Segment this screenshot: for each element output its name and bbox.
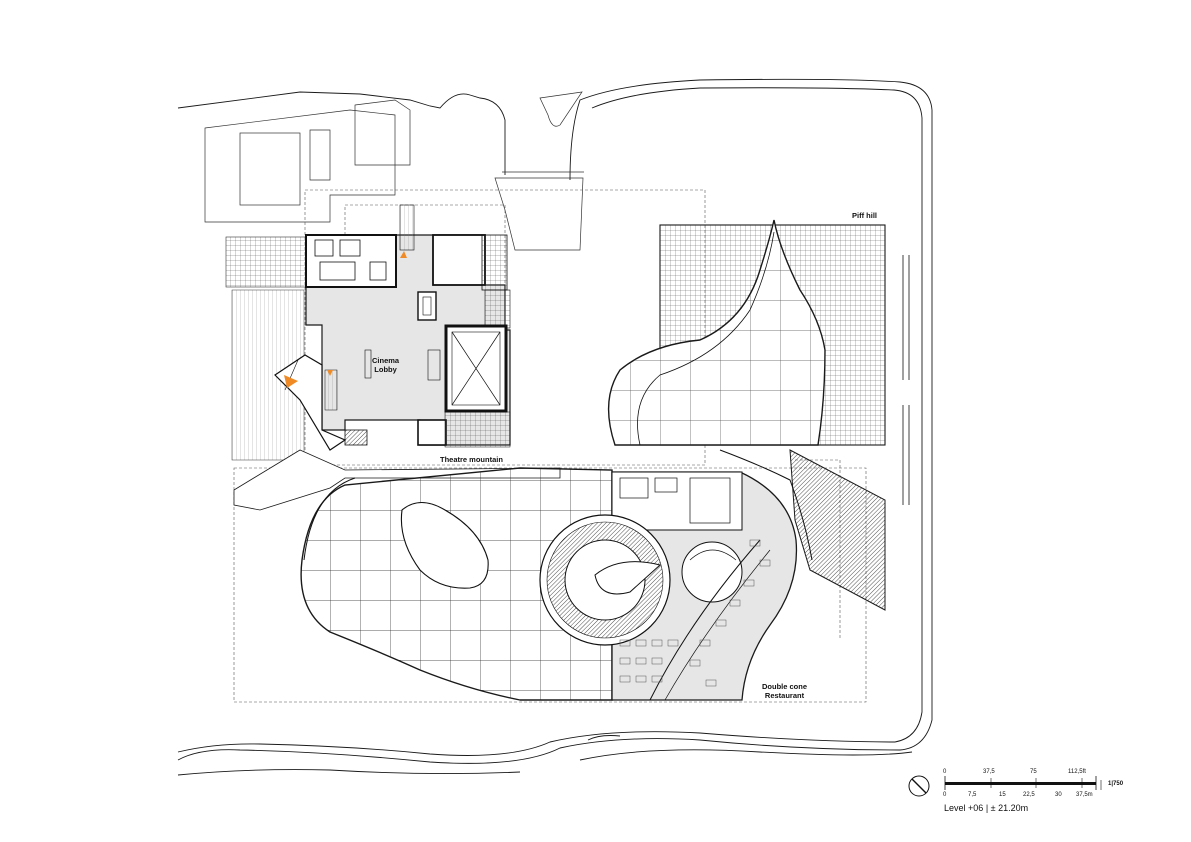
scale-ft-1: 37,5: [983, 769, 995, 775]
site-outline: [177, 78, 933, 776]
stair-arrow-icon: [400, 251, 407, 258]
adjacent-buildings: [204, 91, 584, 251]
scale-bar: [944, 776, 1102, 790]
level-separator: |: [985, 803, 989, 813]
north-arrow-icon: [908, 775, 930, 797]
double-cone-restaurant-label: Double cone Restaurant: [762, 682, 807, 700]
scale-m-0: 0: [943, 792, 947, 798]
theatre-ramp: [233, 449, 561, 511]
terrace-grid: [225, 236, 307, 288]
stair-arrow-icon: [284, 375, 298, 388]
double-cone-line2: Restaurant: [764, 691, 805, 700]
scale-m-5: 37,5m: [1076, 792, 1093, 798]
scale-ratio: 1|750: [1108, 781, 1124, 787]
scale-m-3: 22,5: [1023, 792, 1035, 798]
cinema-lobby-line1: Cinema: [372, 356, 400, 365]
scale-m-4: 30: [1055, 792, 1062, 798]
level-elevation: ± 21.20m: [990, 803, 1029, 813]
level-label: Level +06 | ± 21.20m: [944, 803, 1028, 813]
cinema-lobby-block: [274, 204, 511, 451]
piff-hill: [607, 219, 910, 611]
double-cone-line1: Double cone: [762, 682, 808, 691]
scale-ft-3: 112,5ft: [1068, 769, 1086, 775]
scale-m-1: 7,5: [968, 792, 977, 798]
piff-hill-label: Piff hill: [852, 211, 877, 220]
level-name: Level +06: [944, 803, 984, 813]
cinema-lobby-line2: Lobby: [374, 365, 397, 374]
stair-arrow-icon: [327, 370, 333, 376]
scale-m-2: 15: [999, 792, 1006, 798]
scale-ft-2: 75: [1030, 769, 1037, 775]
double-cone-restaurant: [539, 471, 798, 701]
cinema-lobby-label: Cinema Lobby: [372, 356, 399, 374]
scale-ft-0: 0: [943, 769, 947, 775]
theatre-mountain-label: Theatre mountain: [440, 455, 503, 464]
